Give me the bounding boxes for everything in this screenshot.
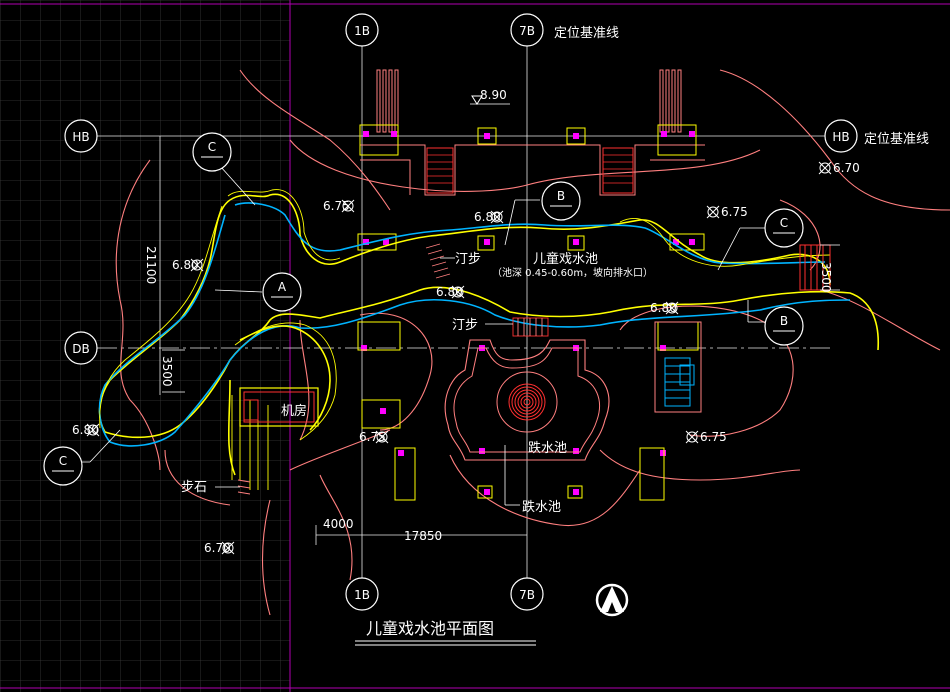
baseline-label-right: 定位基准线 — [864, 132, 929, 147]
elevation-8: 6.70 — [833, 161, 860, 175]
machine-room — [239, 387, 319, 427]
elevation-2: 6.80 — [172, 258, 199, 272]
drawing-title: 儿童戏水池平面图 — [366, 619, 494, 638]
axis-lines — [97, 45, 830, 580]
pool-name-label: 儿童戏水池 — [533, 251, 598, 267]
stepping-label-mid: 汀步 — [452, 318, 478, 333]
section-mark-a-left: A — [278, 280, 287, 294]
section-mark-b-top: B — [557, 189, 565, 203]
pool-depth-note: （池深 0.45-0.60m，坡向排水口） — [492, 266, 653, 279]
dimension-3500-left: 3500 — [160, 356, 174, 387]
stair-treads — [427, 154, 633, 184]
elevation-triangle — [471, 95, 483, 105]
rock-edges — [99, 189, 831, 490]
grid-label-bottom-7b: 7B — [519, 588, 535, 602]
top-structures — [359, 69, 705, 196]
right-feature — [799, 244, 831, 291]
grid-bubbles — [64, 13, 858, 611]
elevation-11: 6.70 — [204, 541, 231, 555]
right-stair-frame — [654, 321, 702, 413]
elevation-9: 6.75 — [721, 205, 748, 219]
grid-label-bottom-1b: 1B — [354, 588, 370, 602]
machine-room-label: 机房 — [281, 403, 307, 419]
dimension-21100: 21100 — [144, 246, 158, 284]
north-arrow-icon — [595, 583, 629, 617]
grid-label-top-7b: 7B — [519, 24, 535, 38]
elevation-3: 6.80 — [474, 210, 501, 224]
drop-pool-label-2: 跌水池 — [522, 499, 561, 515]
section-mark-b-right: B — [780, 314, 788, 328]
baseline-label-top: 定位基准线 — [554, 26, 619, 41]
elevation-6: 6.80 — [72, 423, 99, 437]
elevation-1: 6.75 — [323, 199, 350, 213]
elevation-7: 6.75 — [359, 430, 386, 444]
elevation-top: 8.90 — [480, 88, 507, 102]
stepping-stones — [237, 243, 549, 495]
grid-label-top-1b: 1B — [354, 24, 370, 38]
elevation-10: 6.75 — [700, 430, 727, 444]
grid-area — [0, 0, 290, 692]
grid-label-left-db: DB — [72, 342, 89, 356]
dimension-4000: 4000 — [323, 517, 354, 531]
terrain-contours — [115, 69, 950, 616]
elevation-5: 6.80 — [650, 301, 677, 315]
elevation-4: 6.80 — [436, 285, 463, 299]
stepping-label-top: 汀步 — [455, 252, 481, 267]
step-stone-label: 步石 — [181, 480, 207, 495]
grid-label-right-hb: HB — [832, 130, 849, 144]
section-mark-c-right: C — [780, 216, 788, 230]
section-mark-circles — [43, 132, 804, 486]
section-mark-c-bottom-left: C — [59, 454, 67, 468]
section-mark-c-top-left: C — [208, 140, 216, 154]
right-stair — [664, 357, 695, 407]
dimension-3500-right: 3500 — [819, 262, 833, 293]
drop-pool — [444, 339, 610, 461]
grid-label-left-hb: HB — [72, 130, 89, 144]
dimension-17850: 17850 — [404, 529, 442, 543]
elevation-cross-markers — [86, 161, 832, 555]
drop-pool-label-1: 跌水池 — [528, 440, 567, 456]
